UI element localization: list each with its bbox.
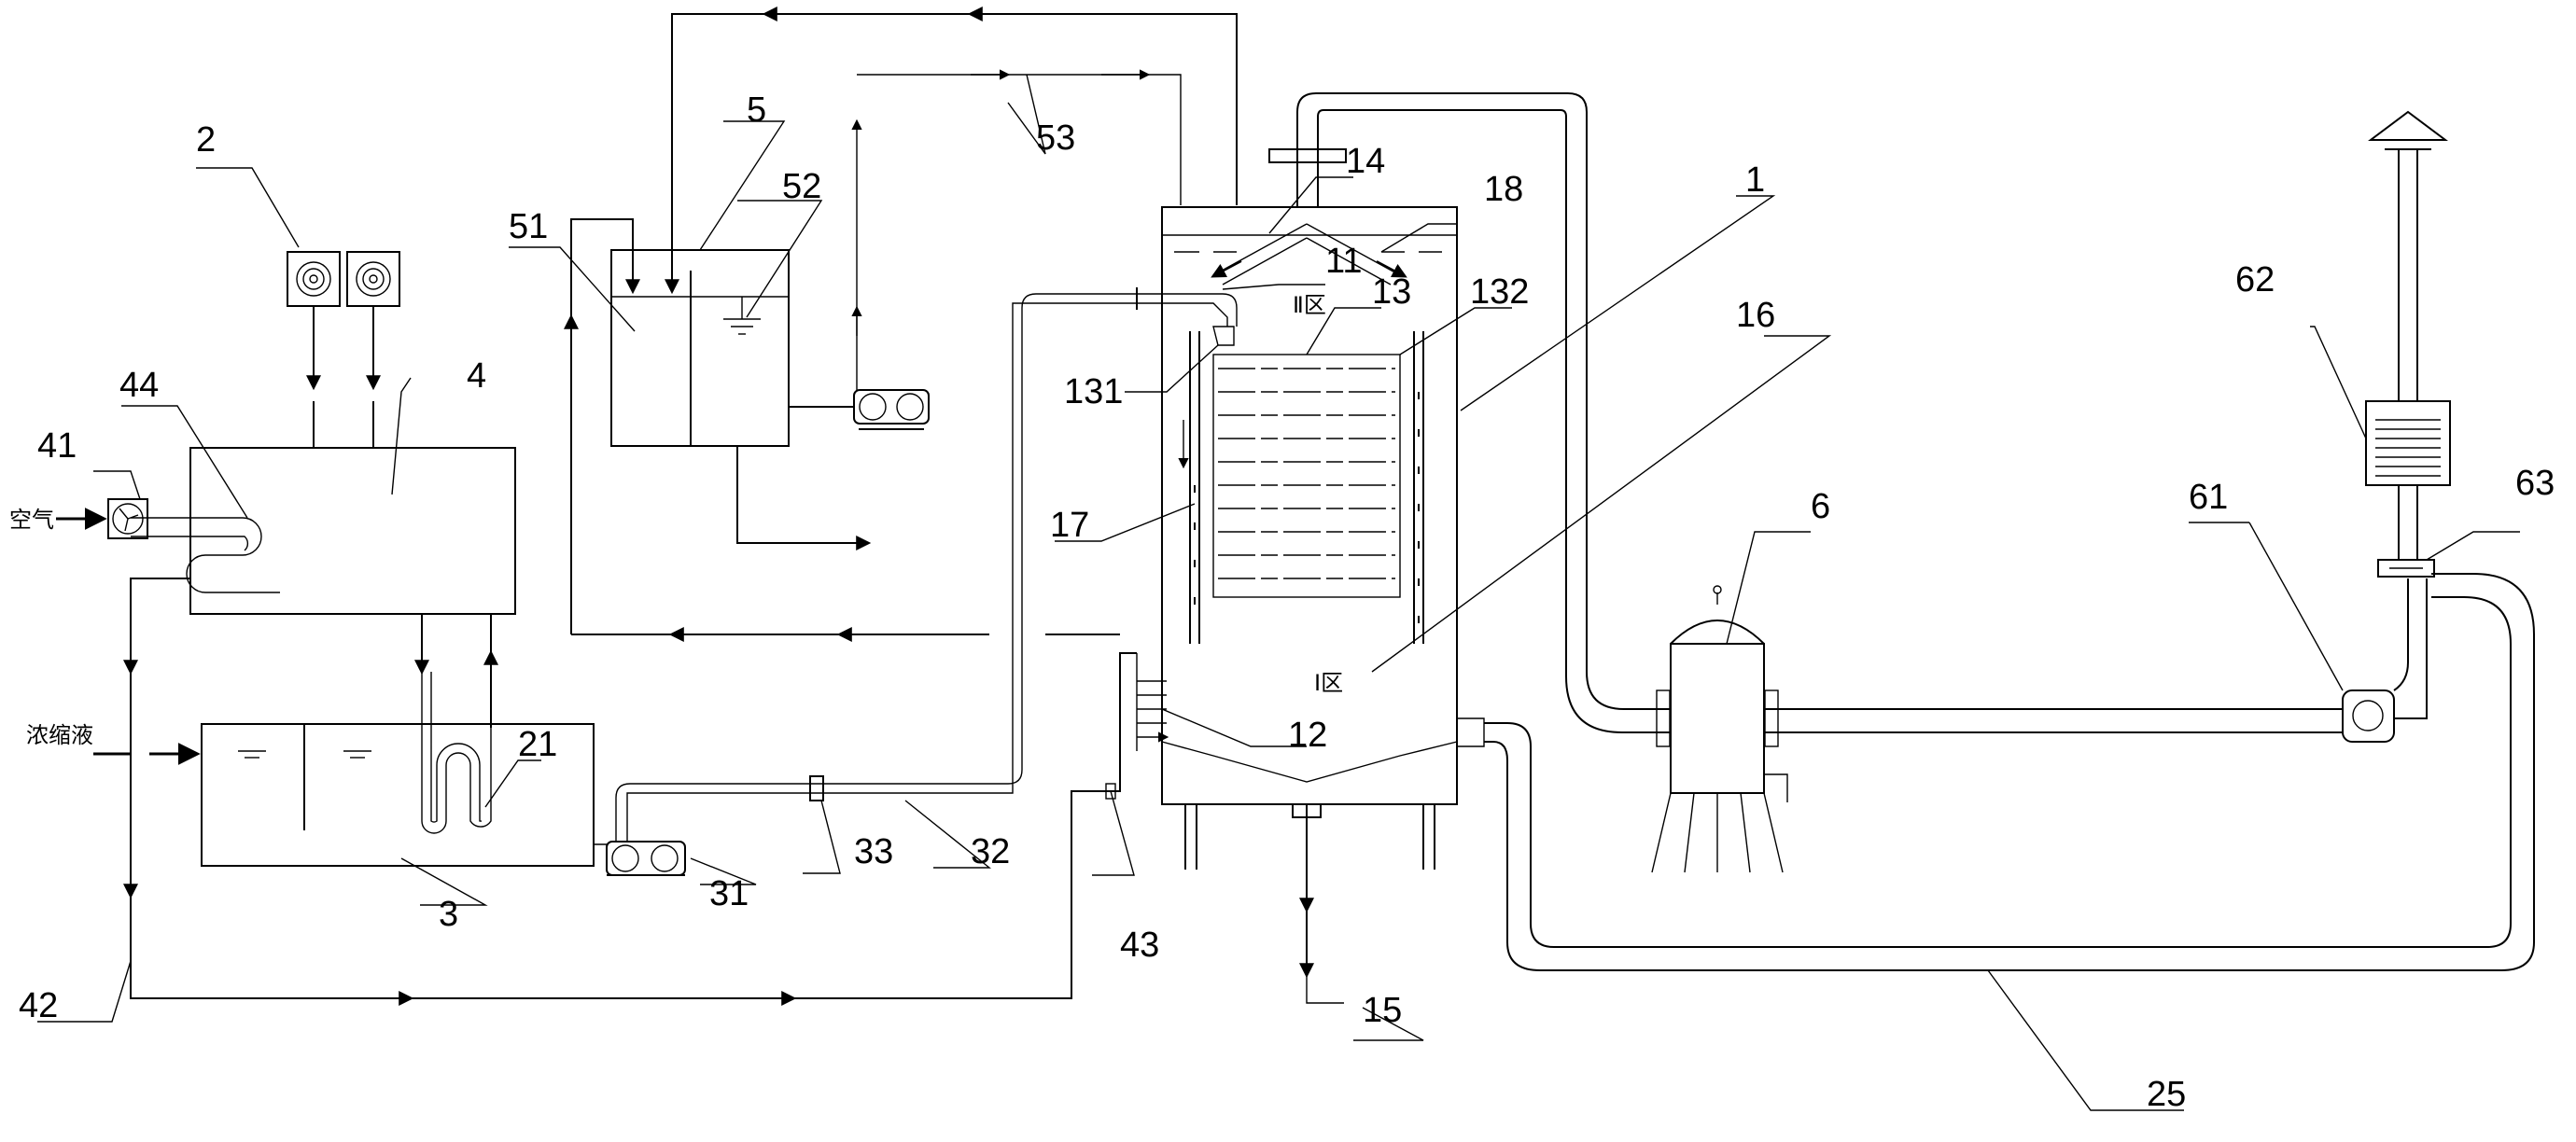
label-132: 132 [1470, 272, 1529, 312]
reactor-1: Ⅱ区 Ⅰ区 [1136, 148, 1485, 979]
label-43: 43 [1120, 926, 1159, 965]
label-3: 3 [439, 895, 458, 934]
label-33: 33 [854, 832, 893, 871]
label-14: 14 [1346, 142, 1385, 181]
label-4: 4 [467, 356, 486, 396]
tank-3: 浓缩液 [26, 672, 595, 867]
concentrate-label: 浓缩液 [26, 722, 93, 748]
label-31: 31 [709, 874, 749, 913]
label-1: 1 [1745, 160, 1765, 200]
label-63: 63 [2515, 464, 2555, 503]
label-12: 12 [1288, 716, 1327, 755]
label-62: 62 [2235, 260, 2275, 299]
label-5: 5 [747, 91, 766, 130]
label-41: 41 [37, 426, 77, 466]
zone-1-label: Ⅰ区 [1314, 670, 1343, 696]
tank-5 [610, 69, 1182, 550]
label-6: 6 [1811, 487, 1830, 526]
label-21: 21 [518, 725, 557, 764]
line-42 [123, 578, 1137, 1006]
label-25: 25 [2147, 1075, 2186, 1114]
air-label: 空气 [9, 507, 54, 533]
air-fan-41: 空气 [9, 498, 148, 539]
leader-lines [37, 74, 2520, 1111]
label-11: 11 [1325, 242, 1362, 281]
label-2: 2 [196, 120, 216, 160]
top-return-loop [564, 7, 1238, 642]
separator-6 [1651, 585, 1788, 873]
fan-units-2 [287, 251, 400, 391]
label-44: 44 [119, 366, 159, 405]
duct-top [1296, 92, 2343, 733]
labels: 2 4 44 41 21 3 31 33 32 42 43 5 51 52 53… [19, 91, 2555, 1114]
label-15: 15 [1363, 991, 1402, 1030]
label-51: 51 [509, 207, 548, 246]
blower-61 [2342, 578, 2428, 743]
label-18: 18 [1484, 170, 1523, 209]
label-61: 61 [2189, 478, 2228, 517]
damper-63 [2377, 559, 2435, 578]
label-17: 17 [1050, 506, 1089, 545]
filter-62 [2365, 110, 2451, 560]
label-131: 131 [1064, 372, 1123, 411]
condenser-4 [131, 401, 516, 728]
label-42: 42 [19, 986, 58, 1025]
zone-2-label: Ⅱ区 [1293, 292, 1326, 318]
label-13: 13 [1372, 272, 1411, 312]
label-52: 52 [782, 167, 821, 206]
label-32: 32 [971, 832, 1010, 871]
duct-25 [1484, 573, 2535, 971]
pipe-32 [594, 287, 1238, 845]
pump-31 [606, 841, 686, 876]
label-16: 16 [1736, 296, 1775, 335]
label-53: 53 [1036, 118, 1075, 158]
